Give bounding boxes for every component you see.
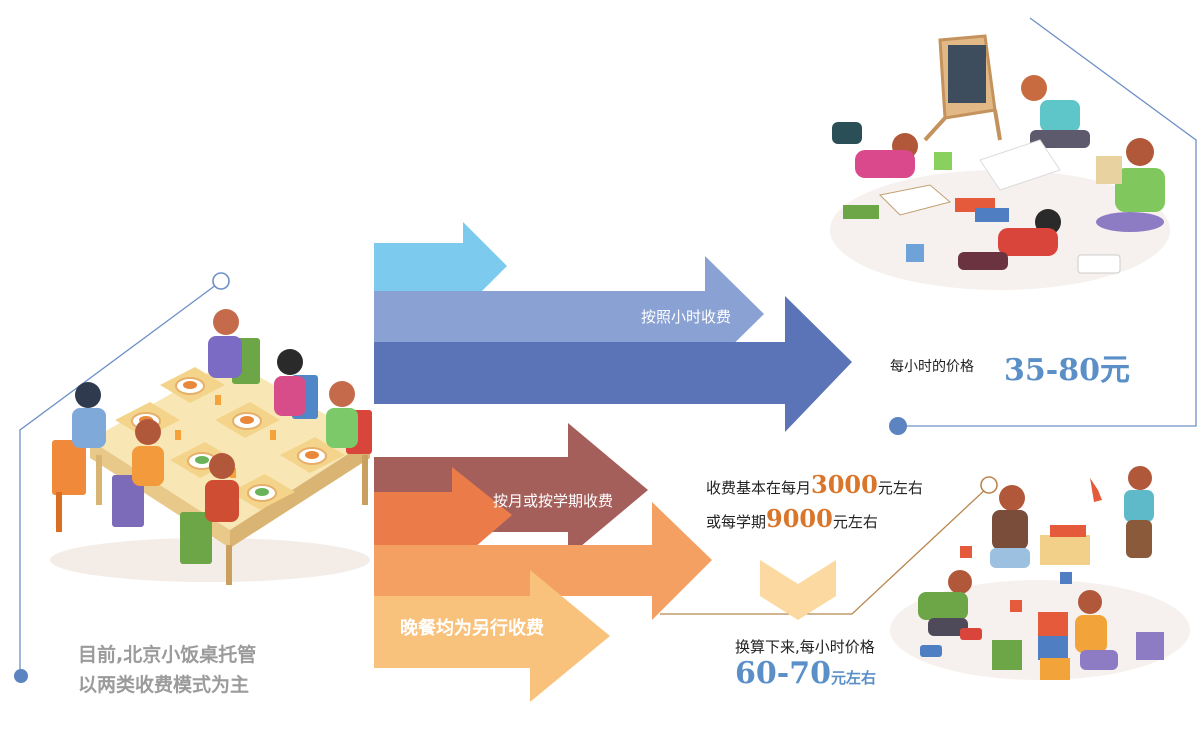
semester-fee-suffix: 元左右 <box>832 513 878 531</box>
connector-node-dot <box>889 417 907 435</box>
hourly-price-label: 每小时的价格 <box>890 359 974 375</box>
hourly-arrow-label: 按照小时收费 <box>641 308 732 326</box>
arrow-light-orange <box>374 570 610 702</box>
dining-table-illustration <box>50 309 372 585</box>
semester-fee-value: 9000 <box>766 504 833 533</box>
connector-blue <box>19 17 1197 676</box>
intro-text: 目前,北京小饭桌托管 以两类收费模式为主 <box>78 640 256 700</box>
intro-line-1: 目前,北京小饭桌托管 <box>78 644 257 666</box>
semester-fee-line: 或每学期9000元左右 <box>706 504 878 533</box>
arrow-mid-blue <box>374 256 764 372</box>
convert-price-value: 60-70 <box>735 656 831 691</box>
intro-line-2: 以两类收费模式为主 <box>78 674 250 696</box>
monthly-arrow-label: 按月或按学期收费 <box>493 492 614 510</box>
arrow-orange-red <box>374 467 512 567</box>
convert-label: 换算下来,每小时价格 <box>735 638 875 656</box>
monthly-fee-line-1: 收费基本在每月3000元左右 <box>706 470 923 499</box>
chevron-down-icon <box>760 560 836 620</box>
hourly-price-value: 35-80元 <box>1004 353 1130 388</box>
monthly-fee-suffix: 元左右 <box>877 479 923 497</box>
convert-price: 60-70元左右 <box>735 656 876 691</box>
arrow-light-blue <box>374 222 507 310</box>
monthly-fee-value: 3000 <box>811 470 878 499</box>
arrow-dark-blue <box>374 296 852 432</box>
connector-orange <box>660 486 989 615</box>
arrow-orange <box>374 502 712 620</box>
dinner-label: 晚餐均为另行收费 <box>400 618 544 639</box>
connector-node-open <box>980 476 998 494</box>
semester-fee-prefix: 或每学期 <box>706 513 767 531</box>
monthly-fee-prefix: 收费基本在每月 <box>706 479 812 497</box>
connector-node-dot <box>14 669 28 683</box>
convert-price-unit: 元左右 <box>830 669 876 687</box>
drawing-children-illustration <box>830 34 1170 290</box>
toy-blocks-children-illustration <box>890 466 1190 680</box>
connector-node-open <box>212 272 230 290</box>
